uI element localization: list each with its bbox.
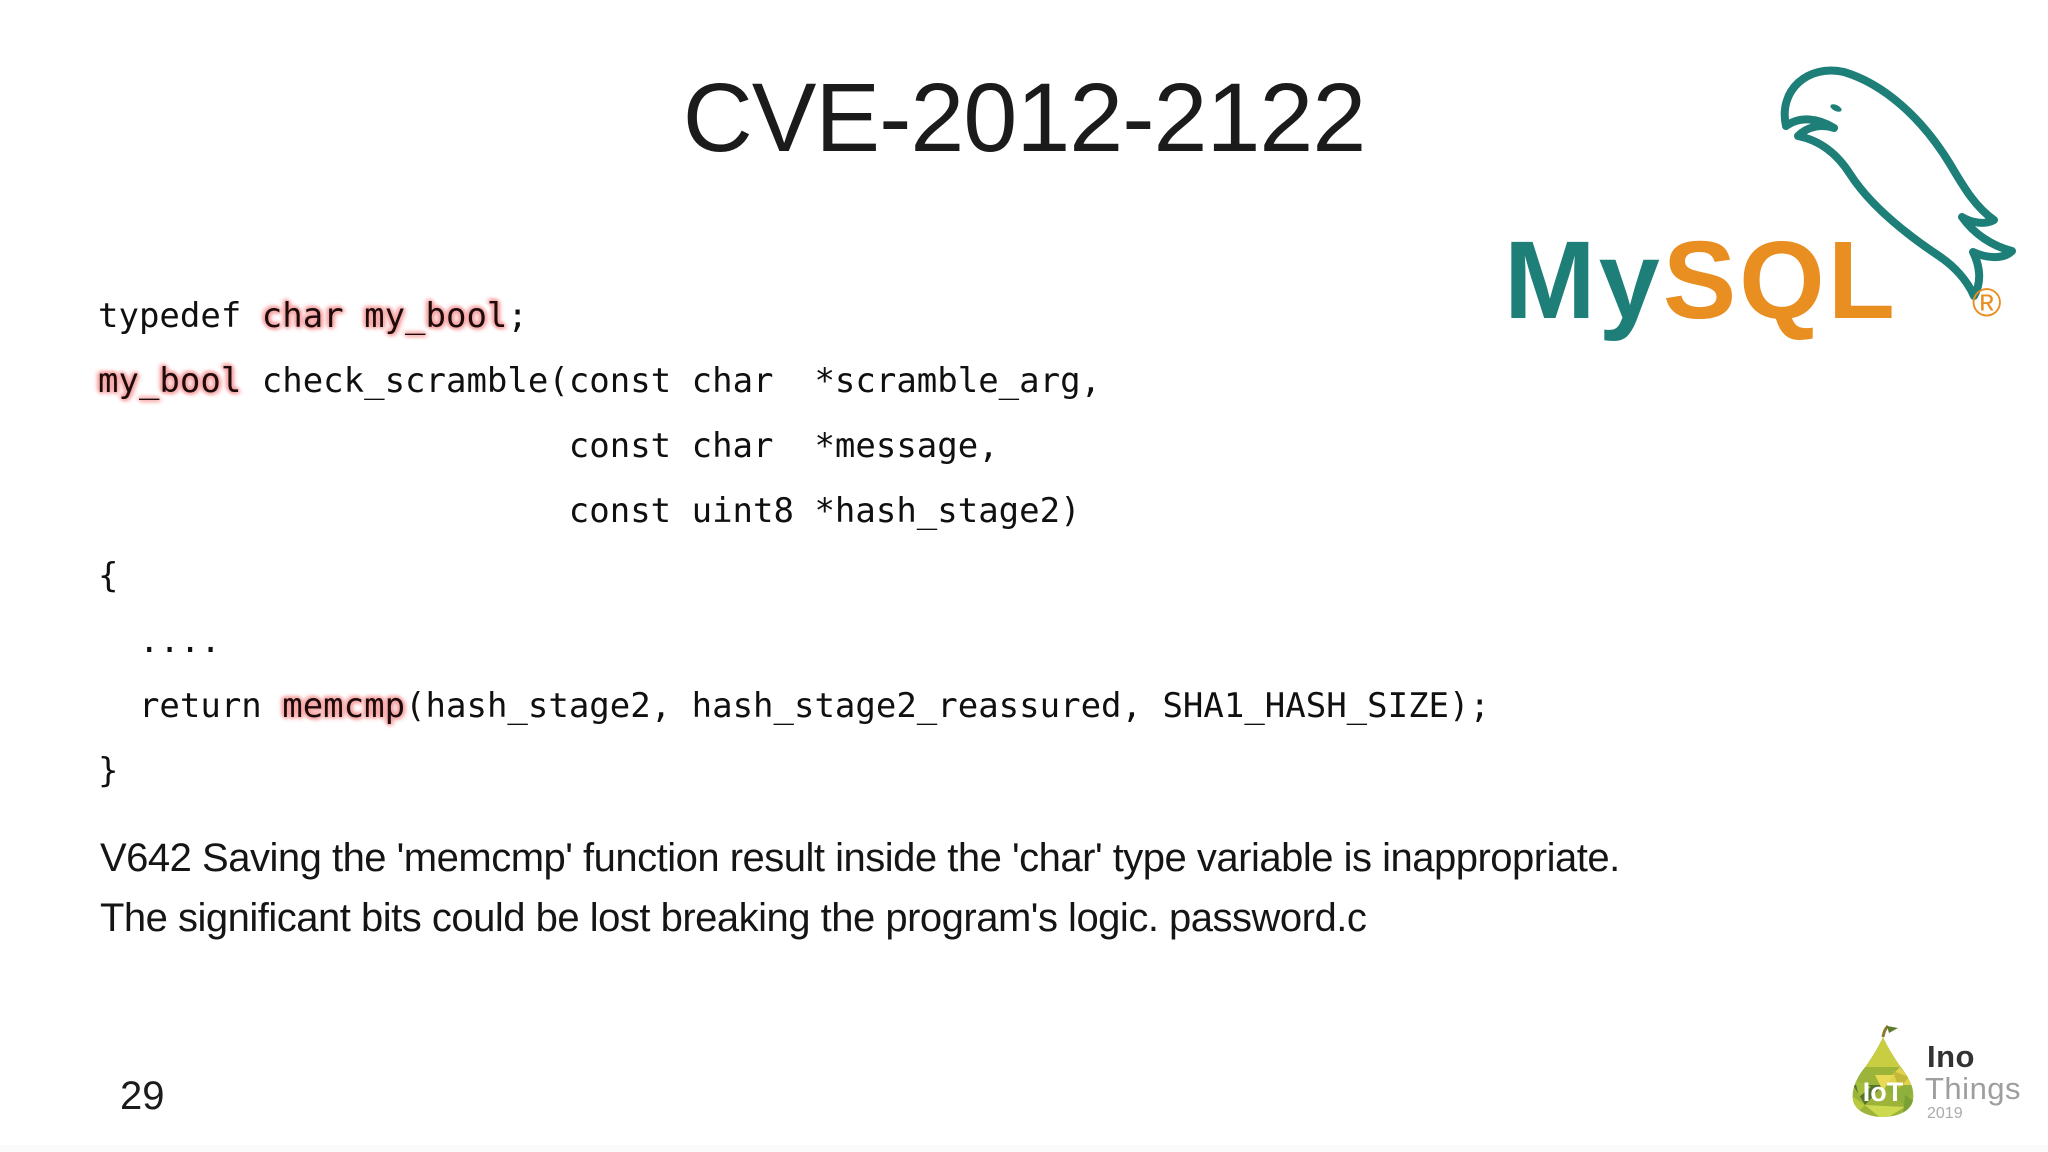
ino-label: Ino <box>1927 1039 1975 1074</box>
code-text: typedef <box>98 296 262 336</box>
code-block: typedef char my_bool;my_bool check_scram… <box>98 284 1490 804</box>
code-line: } <box>98 739 1490 804</box>
code-text: } <box>98 751 119 791</box>
code-line: { <box>98 544 1490 609</box>
code-highlight: my_bool <box>98 361 242 401</box>
code-text: .... <box>98 621 221 661</box>
code-highlight: memcmp <box>282 686 406 726</box>
code-text: check_scramble(const char *scramble_arg, <box>241 361 1102 401</box>
mysql-logo: MySQL ® <box>1504 66 2016 342</box>
code-text: ; <box>507 296 528 336</box>
code-text: const uint8 *hash_stage2) <box>98 491 1081 531</box>
code-line: const uint8 *hash_stage2) <box>98 479 1490 544</box>
svg-text:MySQL: MySQL <box>1504 219 1898 342</box>
code-line: const char *message, <box>98 414 1490 479</box>
bottom-strip <box>0 1145 2048 1152</box>
page-number: 29 <box>120 1074 165 1118</box>
pear-icon: IoT <box>1852 1025 1914 1117</box>
code-line: typedef char my_bool; <box>98 284 1490 349</box>
mysql-wordmark-sql: SQL <box>1663 219 1898 342</box>
things-label: Things <box>1925 1071 2022 1106</box>
code-text: const char *message, <box>98 426 999 466</box>
inothings-logo: IoT Ino Things 2019 <box>1845 1025 2045 1135</box>
year-label: 2019 <box>1927 1105 1963 1122</box>
iot-label: IoT <box>1863 1077 1904 1107</box>
code-line: my_bool check_scramble(const char *scram… <box>98 349 1490 414</box>
registered-mark: ® <box>1972 281 2001 325</box>
code-text: return <box>98 686 283 726</box>
code-line: .... <box>98 609 1490 674</box>
code-highlight: char my_bool <box>261 296 508 336</box>
finding-text: V642 Saving the 'memcmp' function result… <box>100 836 1620 940</box>
mysql-wordmark-my: My <box>1504 219 1663 342</box>
code-text: (hash_stage2, hash_stage2_reassured, SHA… <box>405 686 1490 726</box>
code-line: return memcmp(hash_stage2, hash_stage2_r… <box>98 674 1490 739</box>
mysql-dolphin-icon <box>1780 66 2016 300</box>
code-text: { <box>98 556 119 596</box>
page-title: CVE-2012-2122 <box>682 63 1367 172</box>
